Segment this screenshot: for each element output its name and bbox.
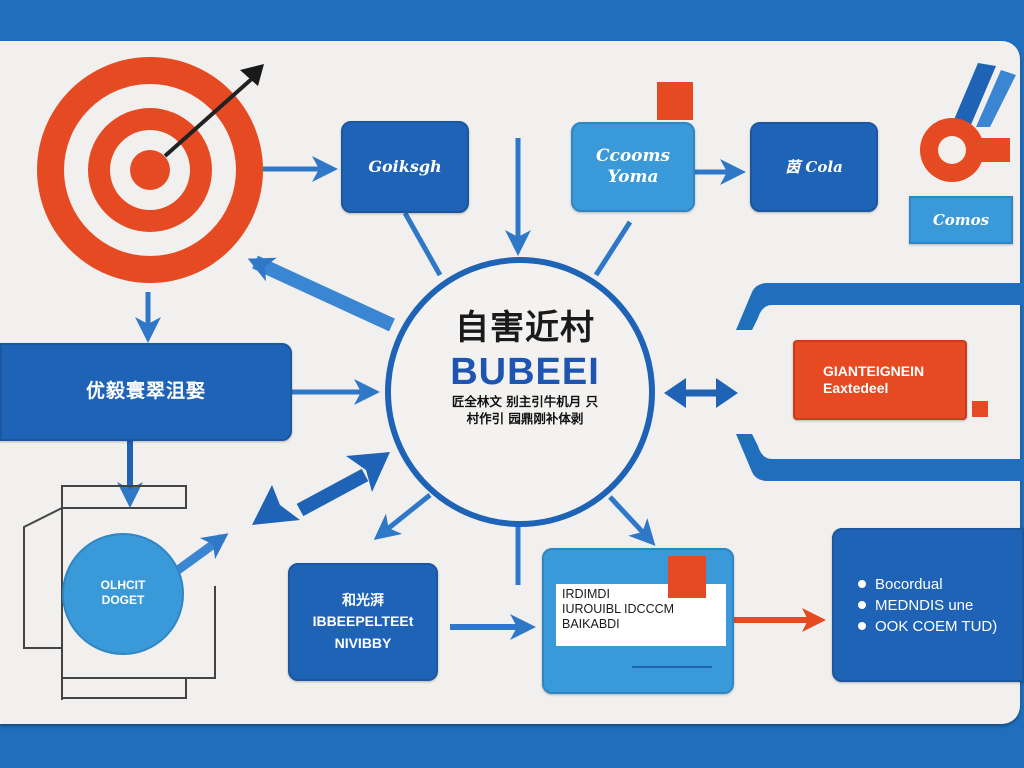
double-arrow-center-lower-left [296, 468, 369, 517]
node-left-box[interactable]: 优毅寰翠沮娶 [0, 343, 292, 441]
circle-node-line1: OLHCIT [100, 578, 146, 592]
node-ccooms-line1: Ccooms [595, 145, 671, 166]
node-bottom-line1: 和光湃 [342, 591, 384, 608]
bracket-top-shape [736, 283, 1024, 330]
node-left-label: 优毅寰翠沮娶 [85, 380, 206, 403]
center-hub-brand: BUBEEI [450, 351, 600, 393]
circle-node-line2: DOGET [101, 593, 145, 607]
node-red-box[interactable]: GIANTEIGNEIN Eaxtedeel [793, 340, 967, 420]
bullet-dot-icon [858, 622, 866, 630]
node-goal-box[interactable]: Goiksgh [341, 121, 469, 213]
center-hub-text: 自害近村 BUBEEI 匠全林文 别主引牛机月 只 村作引 园鼎刚补体剥 [405, 300, 645, 428]
bullet-dot-icon [858, 601, 866, 609]
enclosure-left-side [23, 507, 63, 649]
center-hub-sub1: 匠全林文 别主引牛机月 只 [451, 394, 599, 409]
arrow-center-to-bottom-box [373, 493, 432, 540]
bullet-item: Bocordual [858, 576, 997, 593]
bullet-item-text: MEDNDIS une [875, 596, 974, 614]
center-hub-circle [385, 257, 655, 527]
node-bottom-box[interactable]: 和光湃 IBBEEPELTEEt NIVIBBY [288, 563, 438, 681]
circle-node-text: OLHCIT DOGET [63, 578, 183, 608]
bullet-item-text: Bocordual [875, 575, 943, 593]
line-goal-to-center [402, 211, 443, 277]
top-box2-red-square [657, 82, 693, 120]
arrow-center-to-target [247, 255, 395, 332]
double-arrow-right-heads [664, 378, 738, 408]
red-box-corner-square [972, 401, 988, 417]
node-red-line2: Eaxtedeel [823, 380, 889, 396]
node-ccooms-box[interactable]: Ccooms Yoma [571, 122, 695, 212]
node-bullets-box[interactable]: Bocordual MEDNDIS une OOK COEM TUD) [832, 528, 1024, 682]
card-line3: BAIKABDI [562, 617, 620, 631]
enclosure-bottom-tab [61, 677, 187, 699]
circle-node [62, 533, 184, 655]
node-cola-box[interactable]: 茵 Cola [750, 122, 878, 212]
double-arrow-head-right [346, 452, 390, 492]
line-box2-to-center [593, 220, 633, 277]
bullet-item: MEDNDIS une [858, 597, 997, 614]
node-red-line1: GIANTEIGNEIN [823, 362, 925, 379]
node-bottom-line3: NIVIBBY [334, 634, 392, 651]
card-underline [632, 666, 712, 668]
bracket-bottom-shape [736, 434, 1024, 481]
logo-mark-icon [920, 63, 1016, 182]
card-line1: IRDIMDI [562, 587, 610, 601]
center-hub-title: 自害近村 [455, 308, 595, 348]
logo-comos-box[interactable]: Comos [909, 196, 1013, 244]
arrow-circle-node-up [175, 533, 229, 574]
bullet-list: Bocordual MEDNDIS une OOK COEM TUD) [858, 572, 997, 639]
bullet-dot-icon [858, 580, 866, 588]
bullet-item: OOK COEM TUD) [858, 618, 997, 635]
card-red-tag [668, 556, 706, 598]
enclosure-top-tab [61, 485, 187, 509]
arrow-center-to-card [608, 495, 656, 546]
center-hub-sub2: 村作引 园鼎刚补体剥 [466, 410, 584, 426]
node-bottom-line2: IBBEEPELTEEt [312, 613, 414, 630]
card-line2: IUROUIBL IDCCCM [562, 602, 675, 616]
node-goal-label: Goiksgh [368, 157, 442, 176]
node-cola-label: 茵 Cola [785, 157, 843, 176]
logo-comos-label: Comos [932, 210, 990, 229]
double-arrow-head-left [252, 485, 300, 525]
target-with-dart-icon [37, 57, 264, 283]
node-ccooms-line2: Yoma [607, 167, 659, 187]
bullet-item-text: OOK COEM TUD) [875, 617, 998, 635]
